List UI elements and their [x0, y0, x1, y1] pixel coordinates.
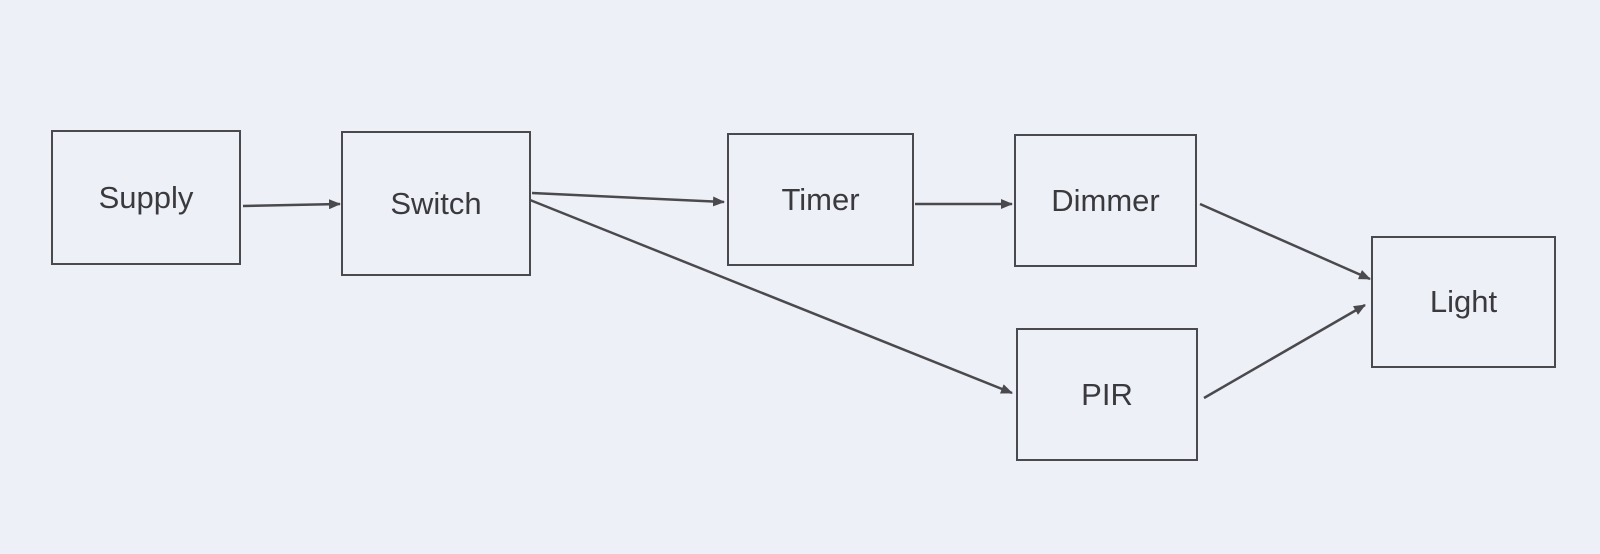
arrow-switch-pir: [529, 198, 1013, 395]
node-pir: PIR: [1016, 328, 1198, 461]
arrow-pir-light: [1203, 303, 1366, 400]
node-light: Light: [1371, 236, 1556, 368]
arrow-switch-timer: [531, 191, 725, 207]
node-dimmer: Dimmer: [1014, 134, 1197, 267]
node-supply: Supply: [51, 130, 241, 265]
arrow-dimmer-light: [1199, 202, 1371, 281]
node-timer: Timer: [727, 133, 914, 266]
node-switch: Switch: [341, 131, 531, 276]
arrow-supply-switch: [242, 199, 341, 210]
